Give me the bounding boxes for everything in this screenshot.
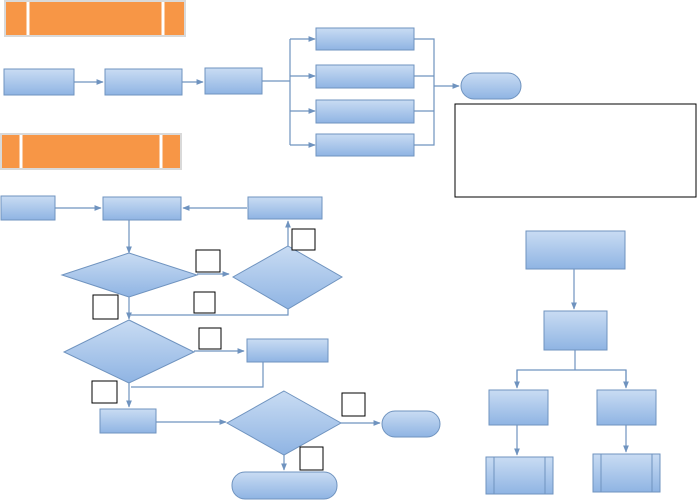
decision-diamond-3 [62, 319, 196, 384]
tree-connectors [514, 269, 629, 456]
decision-flow-process-main [102, 196, 182, 221]
flow-node-branch-4 [315, 133, 415, 157]
edge-label-box-8 [299, 446, 324, 471]
decision-diamond-1 [60, 252, 199, 298]
decision-flow-process-loop [247, 196, 323, 220]
tree-leaf-side-bars [493, 454, 653, 494]
edge-label-box-3 [92, 294, 119, 320]
flow-node-branch-2 [315, 64, 415, 89]
note-box [454, 103, 697, 198]
decision-terminator-bottom [231, 471, 338, 500]
top-flow-connectors [74, 36, 460, 148]
flow-node-step-3 [204, 67, 263, 95]
section-banner-middle [0, 133, 182, 170]
flow-node-start [3, 68, 75, 96]
decision-flow-side-process [246, 338, 329, 363]
edge-label-box-1 [291, 228, 316, 251]
edge-label-box-2 [195, 249, 221, 273]
decision-diamond-2 [231, 245, 343, 310]
decision-flow-input [0, 195, 56, 221]
tree-node-middle [543, 310, 608, 351]
decision-terminator-right [381, 410, 441, 438]
flow-node-step-2 [104, 68, 183, 96]
decision-flow-connectors [55, 205, 381, 471]
decision-flow-process-final [99, 408, 157, 434]
tree-leaf-left [485, 456, 554, 495]
flow-node-branch-3 [315, 99, 415, 124]
tree-node-root [525, 230, 626, 270]
tree-node-right [596, 389, 657, 426]
flow-terminator-end [460, 72, 522, 100]
edge-label-box-4 [193, 291, 216, 314]
tree-node-left [488, 389, 549, 426]
edge-label-box-6 [91, 380, 118, 404]
tree-leaf-right [592, 453, 661, 493]
decision-diamond-4 [225, 390, 343, 456]
section-banner-top [4, 0, 186, 37]
flow-node-branch-1 [315, 27, 415, 51]
edge-label-box-5 [198, 327, 222, 350]
edge-label-box-7 [341, 392, 366, 417]
